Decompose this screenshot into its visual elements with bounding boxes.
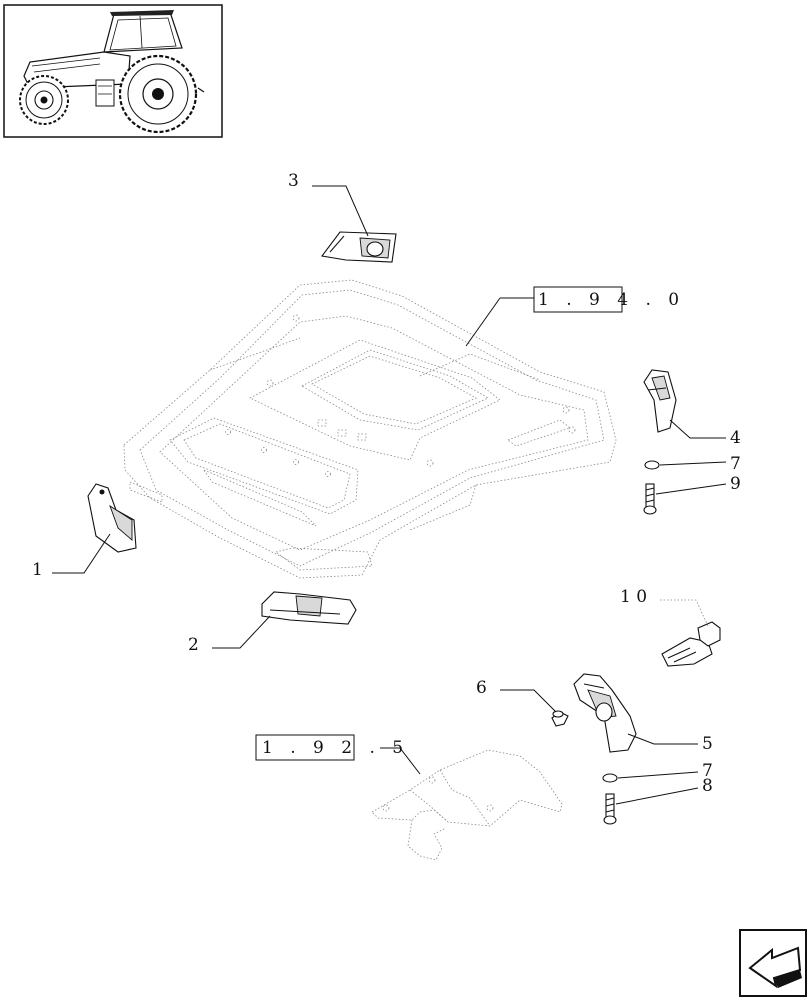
part-8-screw: [603, 793, 617, 825]
reference-bracket: 1 . 9 2 . 5: [262, 738, 409, 758]
callout-4: 4: [730, 428, 741, 448]
callout-6: 6: [476, 678, 487, 698]
reference-roof: 1 . 9 4 . 0: [538, 290, 685, 310]
part-3-lamp: [321, 231, 397, 263]
part-6-screw: [551, 710, 569, 727]
callout-2: 2: [188, 635, 199, 655]
callout-8: 8: [702, 776, 713, 796]
part-5-lamp: [573, 673, 637, 753]
callout-1: 1: [32, 560, 43, 580]
cab-roof-outline: [123, 279, 617, 579]
part-4-lamp: [643, 369, 677, 433]
part-10-connector: [661, 621, 721, 667]
part-1-lamp: [87, 483, 137, 553]
callout-7-lower: 7: [702, 761, 713, 781]
callout-10: 1 0: [620, 587, 647, 607]
part-2-lamp: [261, 591, 357, 625]
part-7-washer-lower: [602, 773, 618, 783]
tractor-thumbnail-icon: [3, 4, 223, 138]
callout-5: 5: [702, 734, 713, 754]
callout-7-upper: 7: [730, 454, 741, 474]
callout-3: 3: [288, 171, 299, 191]
next-page-arrow-icon[interactable]: [739, 929, 807, 997]
part-9-screw: [643, 483, 657, 515]
mounting-bracket-outline: [371, 749, 563, 861]
callout-9: 9: [730, 474, 741, 494]
part-7-washer-upper: [644, 460, 660, 470]
